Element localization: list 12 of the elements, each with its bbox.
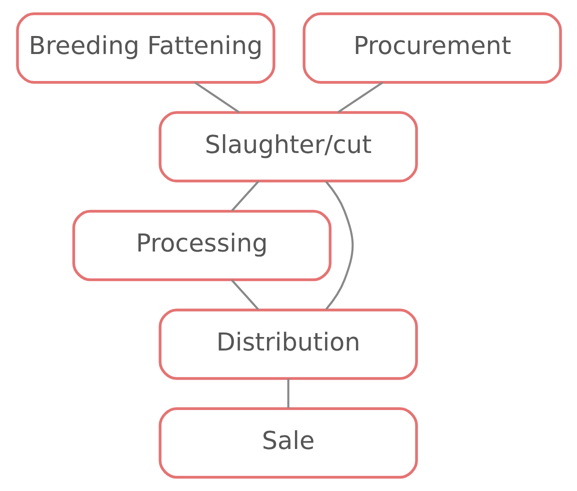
connector xyxy=(194,82,240,114)
node-box: Distribution xyxy=(158,308,418,380)
node-box: Sale xyxy=(158,407,418,479)
node-box: Processing xyxy=(72,210,332,282)
connector xyxy=(230,279,258,310)
connector xyxy=(286,378,289,408)
node-box: Slaughter/cut xyxy=(158,111,418,182)
node-box: Procurement xyxy=(302,12,562,84)
connector xyxy=(324,181,354,310)
connector xyxy=(230,180,259,212)
node-box: Breeding Fattening xyxy=(16,12,275,84)
connector xyxy=(336,82,383,114)
